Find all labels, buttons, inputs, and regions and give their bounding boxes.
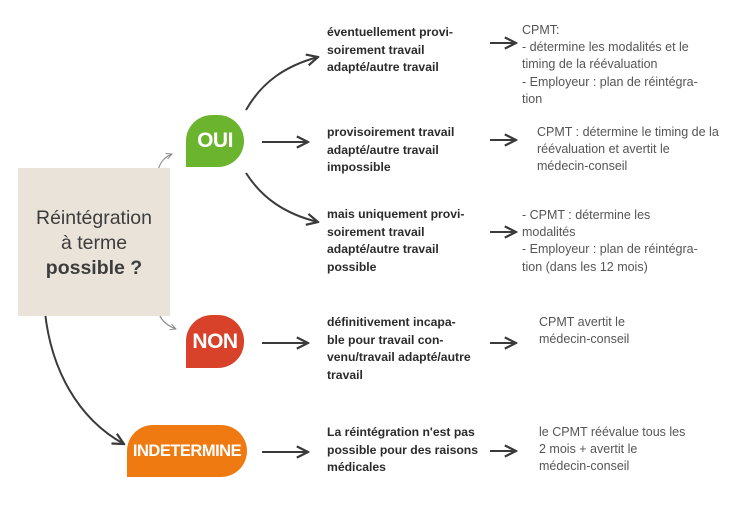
start-line-2: à terme	[60, 232, 128, 254]
result-non: CPMT avertit le médecin-conseil	[539, 315, 630, 347]
start-line-3: possible ?	[45, 257, 143, 279]
result-oui-3: - CPMT : détermine les modalités - Emplo…	[522, 208, 698, 274]
result-indetermine: le CPMT réévalue tous les 2 mois + avert…	[539, 425, 686, 474]
decision-indetermine: INDETERMINE	[127, 425, 247, 477]
arrow-start-to-indetermine	[43, 299, 124, 444]
start-question: Réintégration à terme possible ?	[18, 206, 170, 281]
condition-oui-1: éventuellement provi- soirement travail …	[327, 25, 453, 74]
condition-oui-3: mais uniquement provi- soirement travail…	[327, 207, 465, 274]
decision-non: NON	[186, 315, 244, 368]
result-oui-2: CPMT : détermine le timing de la réévalu…	[537, 125, 719, 174]
condition-indetermine: La réintégration n'est pas possible pour…	[327, 425, 479, 474]
arrow-oui-to-condition-3	[245, 172, 318, 222]
decision-oui: OUI	[186, 115, 244, 167]
condition-non: définitivement incapa- ble pour travail …	[327, 315, 471, 382]
result-oui-1: CPMT: - détermine les modalités et le ti…	[522, 23, 698, 106]
condition-oui-2: provisoirement travail adapté/autre trav…	[327, 125, 455, 174]
start-question-box	[18, 168, 170, 316]
start-line-1: Réintégration	[36, 207, 152, 229]
arrow-oui-to-condition-1	[245, 57, 318, 111]
